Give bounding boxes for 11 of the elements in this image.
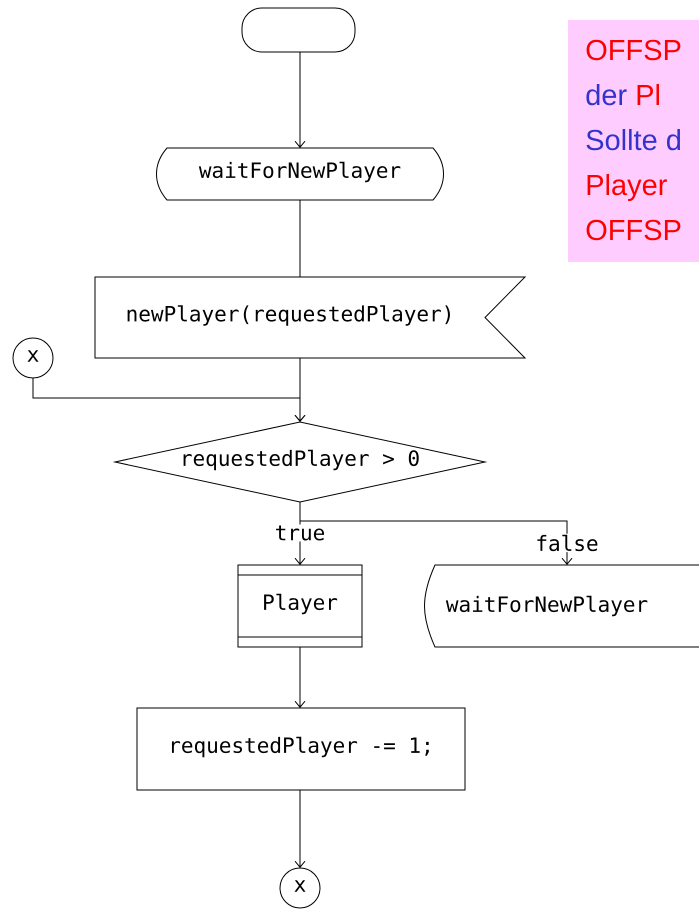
edge-label: true — [276, 525, 324, 541]
arrow — [294, 790, 306, 868]
edge-label: false — [537, 534, 598, 552]
process-box: requestedPlayer -= 1; — [136, 708, 466, 790]
subroutine-box: Player — [238, 564, 362, 648]
arrow — [32, 378, 306, 422]
note-box: OFFSP der Pl Sollte d Player OFFSP — [568, 20, 699, 262]
arrow — [294, 646, 306, 708]
arrow — [300, 502, 572, 565]
arrow — [294, 52, 306, 148]
terminal-shape — [242, 8, 356, 52]
